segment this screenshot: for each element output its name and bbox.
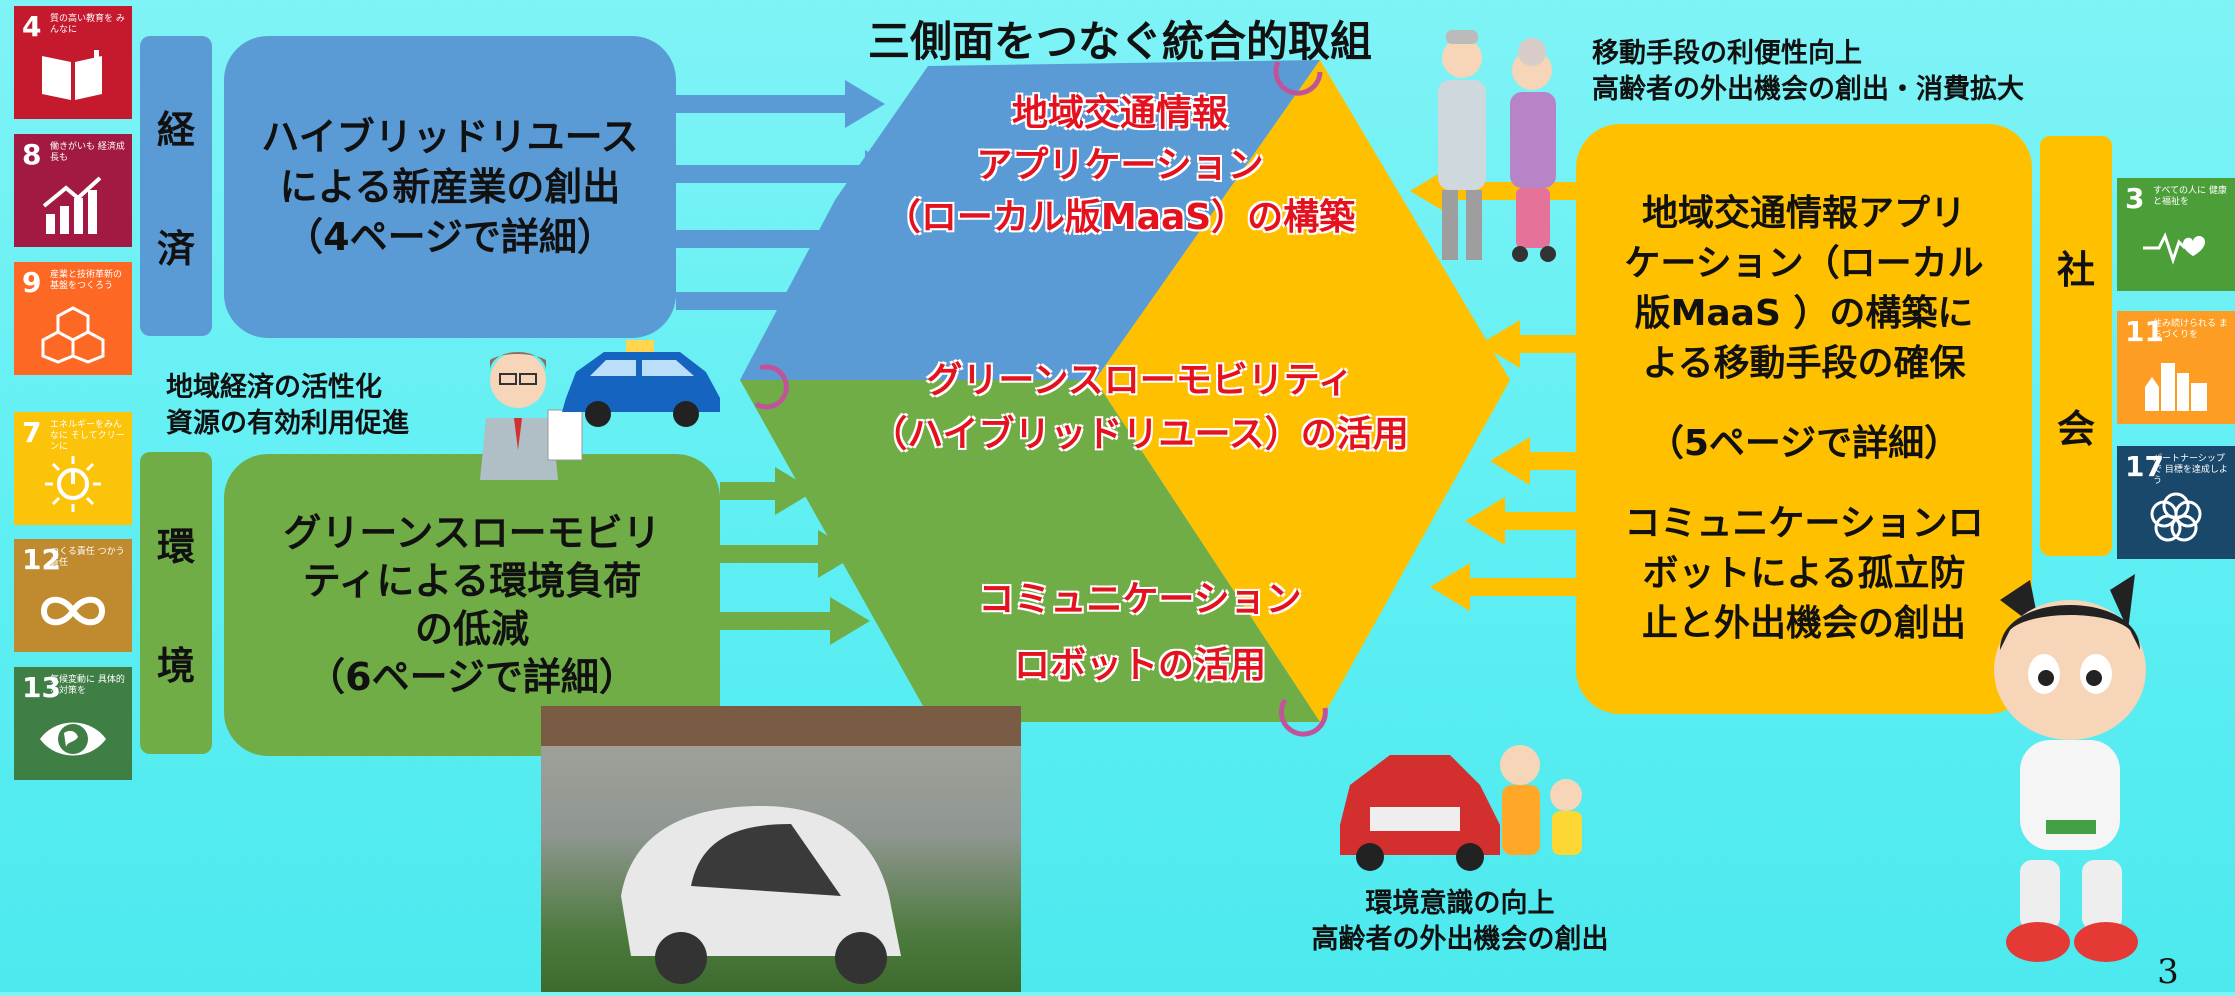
sdg-17-tile: 17 パートナーシップで 目標を達成しよう bbox=[2117, 446, 2235, 559]
environment-char-1: 環 bbox=[156, 525, 195, 569]
society-panel-line: （5ページで詳細） bbox=[1647, 423, 1961, 464]
caption-line: 高齢者の外出機会の創出・消費拡大 bbox=[1592, 74, 2024, 105]
cubes-icon bbox=[41, 306, 105, 364]
caption-line: 環境意識の向上 bbox=[1365, 888, 1555, 919]
center-bottom-line: ロボットの活用 bbox=[1013, 645, 1266, 686]
sdg-number: 9 bbox=[22, 266, 42, 299]
page-number: 3 bbox=[2157, 952, 2179, 992]
sdg-label: エネルギーをみんなに そしてクリーンに bbox=[50, 420, 125, 452]
center-middle-label: グリーンスローモビリティ （ハイブリッドリユース）の活用 bbox=[820, 348, 1460, 468]
caption-line: 地域経済の活性化 bbox=[166, 372, 382, 403]
economy-section-label: 経 済 bbox=[140, 36, 212, 336]
center-top-line: 地域交通情報 bbox=[1011, 93, 1228, 134]
sdg-label: すべての人に 健康と福祉を bbox=[2153, 186, 2227, 207]
cycle-arrow-icons bbox=[754, 60, 1328, 737]
sdg-4-tile: 4 質の高い教育を みんなに bbox=[14, 6, 132, 119]
economy-char-2: 済 bbox=[156, 226, 195, 271]
environment-panel-line: ティによる環境負荷 bbox=[302, 559, 642, 603]
taxi-icon bbox=[562, 340, 720, 427]
center-top-line: （ローカル版MaaS）の構築 bbox=[884, 197, 1356, 238]
sdg-12-tile: 12 つくる責任 つかう責任 bbox=[14, 539, 132, 652]
sdg-number: 17 bbox=[2125, 450, 2164, 483]
sdg-label: 働きがいも 経済成長も bbox=[50, 142, 125, 163]
communication-robot-illustration bbox=[1994, 574, 2146, 962]
elderly-couple-illustration bbox=[1438, 30, 1556, 262]
sdg-number: 4 bbox=[22, 10, 42, 43]
economy-panel-line: （4ページで詳細） bbox=[285, 215, 615, 259]
caption-line: 高齢者の外出機会の創出 bbox=[1311, 924, 1609, 955]
center-bottom-line: コミュニケーション bbox=[978, 579, 1302, 620]
caption-bottom: 環境意識の向上 高齢者の外出機会の創出 bbox=[1290, 886, 1630, 958]
center-top-line: アプリケーション bbox=[976, 145, 1264, 186]
economy-panel-line: による新産業の創出 bbox=[279, 165, 621, 209]
sdg-label: 質の高い教育を みんなに bbox=[50, 14, 125, 35]
family-car-illustration bbox=[1340, 745, 1582, 871]
environment-panel-line: の低減 bbox=[414, 607, 529, 651]
sdg-label: 気候変動に 具体的な対策を bbox=[50, 675, 125, 696]
society-panel-line: 地域交通情報アプリ bbox=[1641, 193, 1966, 234]
sdg-label: つくる責任 つかう責任 bbox=[50, 547, 125, 568]
center-top-label: 地域交通情報 アプリケーション （ローカル版MaaS）の構築 bbox=[860, 86, 1380, 246]
book-icon bbox=[42, 50, 102, 100]
sdg-label: 住み続けられる まちづくりを bbox=[2153, 319, 2228, 340]
caption-line: 資源の有効利用促進 bbox=[166, 408, 409, 439]
environment-sector bbox=[740, 380, 1320, 722]
sdg-number: 7 bbox=[22, 416, 42, 449]
sdg-number: 8 bbox=[22, 138, 42, 171]
society-arrows bbox=[1410, 167, 1576, 611]
society-sector bbox=[1095, 60, 1510, 722]
society-panel-line: 版MaaS ）の構築に bbox=[1634, 293, 1974, 334]
growth-chart-icon bbox=[42, 176, 102, 234]
center-bottom-label: コミュニケーション ロボットの活用 bbox=[910, 568, 1370, 698]
sdg-number: 13 bbox=[22, 671, 61, 704]
caption-line: 移動手段の利便性向上 bbox=[1592, 38, 1862, 69]
sdg-label: パートナーシップで 目標を達成しよう bbox=[2153, 454, 2228, 486]
economy-char-1: 経 bbox=[156, 108, 195, 153]
society-char-1: 社 bbox=[2056, 248, 2095, 293]
ev-car-icon bbox=[541, 706, 1021, 984]
environment-arrows bbox=[720, 467, 870, 645]
economy-arrows bbox=[676, 80, 905, 325]
businessman-illustration bbox=[480, 352, 583, 480]
economy-panel: ハイブリッドリユース による新産業の創出 （4ページで詳細） bbox=[224, 36, 676, 338]
sdg-9-tile: 9 産業と技術革新の 基盤をつくろう bbox=[14, 262, 132, 375]
heartbeat-icon bbox=[2143, 232, 2205, 265]
society-panel-line: ボットによる孤立防 bbox=[1642, 553, 1966, 594]
sun-power-icon bbox=[45, 456, 101, 512]
page-title: 三側面をつなぐ統合的取組 bbox=[867, 17, 1372, 66]
caption-top-right: 移動手段の利便性向上 高齢者の外出機会の創出・消費拡大 bbox=[1592, 36, 2024, 108]
infinity-icon bbox=[40, 596, 106, 626]
sdg-13-tile: 13 気候変動に 具体的な対策を bbox=[14, 667, 132, 780]
society-panel-line: よる移動手段の確保 bbox=[1642, 343, 1966, 384]
society-char-2: 会 bbox=[2056, 406, 2095, 451]
society-panel-line: コミュニケーションロ bbox=[1624, 503, 1984, 544]
center-middle-line: （ハイブリッドリユース）の活用 bbox=[871, 414, 1409, 455]
center-middle-line: グリーンスローモビリティ bbox=[926, 360, 1354, 401]
society-section-label: 社 会 bbox=[2040, 136, 2112, 556]
city-icon bbox=[2145, 363, 2207, 411]
environment-section-label: 環 境 bbox=[140, 452, 212, 754]
environment-panel-line: グリーンスローモビリ bbox=[283, 511, 661, 555]
sdg-number: 3 bbox=[2125, 182, 2145, 215]
flower-rings-icon bbox=[2150, 492, 2202, 542]
society-panel-line: ケーション（ローカル bbox=[1624, 243, 1984, 284]
society-panel: 地域交通情報アプリ ケーション（ローカル 版MaaS ）の構築に よる移動手段の… bbox=[1576, 124, 2032, 714]
sdg-label: 産業と技術革新の 基盤をつくろう bbox=[50, 270, 123, 291]
economy-panel-line: ハイブリッドリユース bbox=[261, 115, 639, 159]
sdg-3-tile: 3 すべての人に 健康と福祉を bbox=[2117, 178, 2235, 291]
eye-earth-icon bbox=[40, 722, 106, 756]
sdg-number: 11 bbox=[2125, 315, 2164, 348]
environment-char-2: 境 bbox=[156, 644, 195, 688]
environment-panel-line: （6ページで詳細） bbox=[307, 655, 637, 699]
economy-sector bbox=[740, 60, 1320, 380]
caption-left-mid: 地域経済の活性化 資源の有効利用促進 bbox=[166, 370, 409, 442]
sdg-7-tile: 7 エネルギーをみんなに そしてクリーンに bbox=[14, 412, 132, 525]
electric-vehicle-photo bbox=[541, 706, 1021, 992]
society-panel-line: 止と外出機会の創出 bbox=[1641, 603, 1966, 644]
sdg-number: 12 bbox=[22, 543, 61, 576]
environment-panel: グリーンスローモビリ ティによる環境負荷 の低減 （6ページで詳細） bbox=[224, 454, 720, 756]
sdg-8-tile: 8 働きがいも 経済成長も bbox=[14, 134, 132, 247]
sdg-11-tile: 11 住み続けられる まちづくりを bbox=[2117, 311, 2235, 424]
